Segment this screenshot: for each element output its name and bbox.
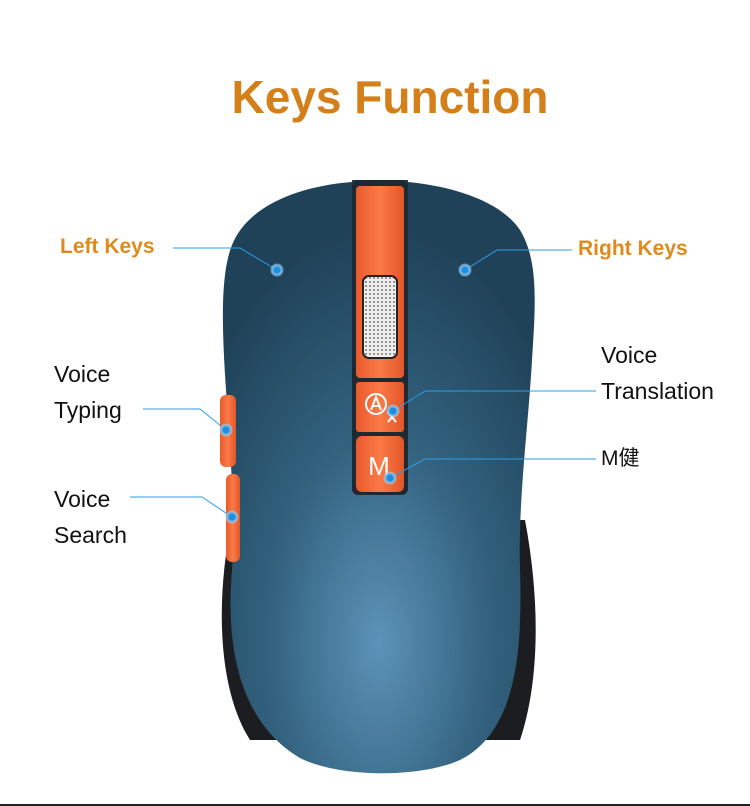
left-key-dot [270,263,284,277]
page-title: Keys Function [231,71,549,123]
translation-dot [386,404,400,418]
voice-typing-dot [219,423,233,437]
voice-typing-label: Voice Typing [54,361,122,423]
voice-search-dot [225,510,239,524]
scroll-wheel [362,275,398,359]
voice-translation-label: Voice Translation [601,342,714,404]
bottom-divider [0,804,750,806]
m-button-glyph: M [368,451,390,481]
m-key-label: M健 [601,447,640,470]
right-keys-label: Right Keys [578,237,688,260]
right-key-dot [458,263,472,277]
voice-search-label: Voice Search [54,486,127,548]
m-key-dot [383,471,397,485]
left-keys-label: Left Keys [60,235,155,258]
